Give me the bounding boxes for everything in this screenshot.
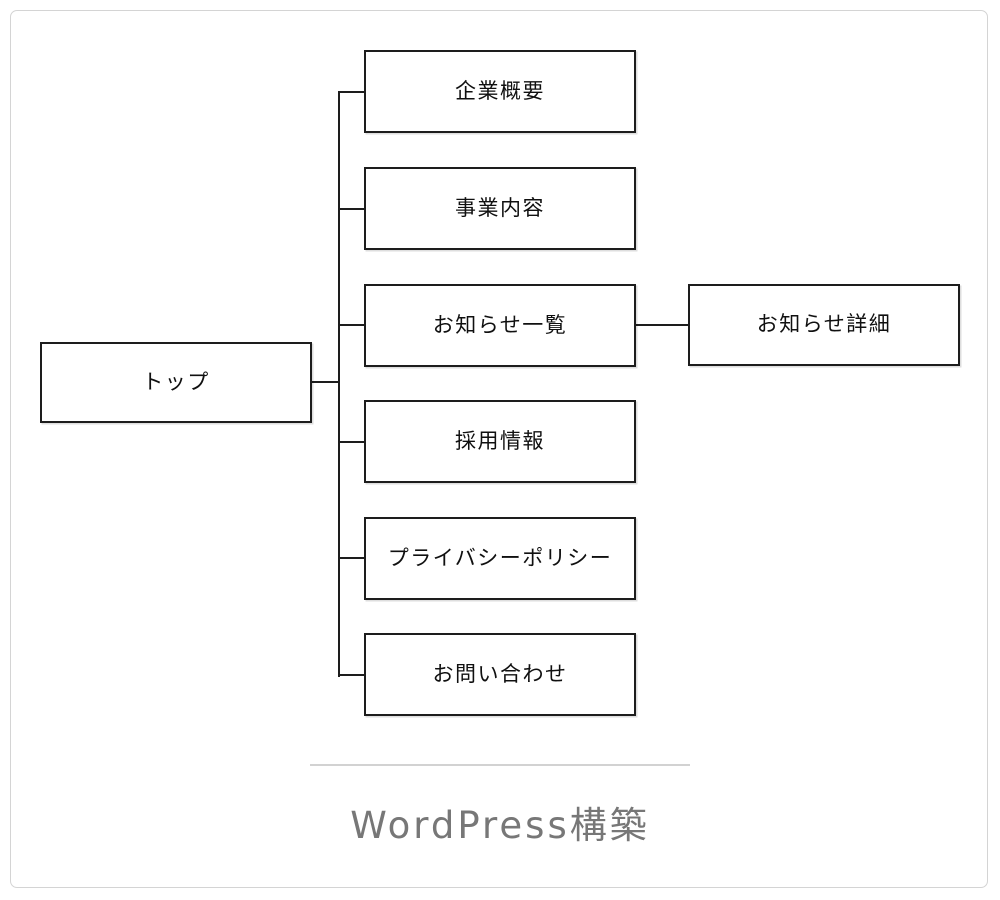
connector-branch-6 <box>338 674 364 676</box>
connector-branch-3 <box>338 324 364 326</box>
node-news-detail[interactable]: お知らせ詳細 <box>688 284 960 366</box>
node-business-content[interactable]: 事業内容 <box>364 167 636 250</box>
connector-branch-4 <box>338 441 364 443</box>
node-contact[interactable]: お問い合わせ <box>364 633 636 716</box>
connector-branch-2 <box>338 208 364 210</box>
node-recruitment[interactable]: 採用情報 <box>364 400 636 483</box>
footer-divider <box>310 764 690 766</box>
footer-title: WordPress構築 <box>350 804 650 847</box>
connector-branch-1 <box>338 91 364 93</box>
connector-news-list-to-news-detail <box>636 324 688 326</box>
connector-branch-5 <box>338 557 364 559</box>
connector-root-to-trunk <box>312 381 340 383</box>
connector-trunk-vertical <box>338 91 340 677</box>
node-news-list[interactable]: お知らせ一覧 <box>364 284 636 367</box>
node-top[interactable]: トップ <box>40 342 312 423</box>
node-privacy-policy[interactable]: プライバシーポリシー <box>364 517 636 600</box>
node-company-overview[interactable]: 企業概要 <box>364 50 636 133</box>
